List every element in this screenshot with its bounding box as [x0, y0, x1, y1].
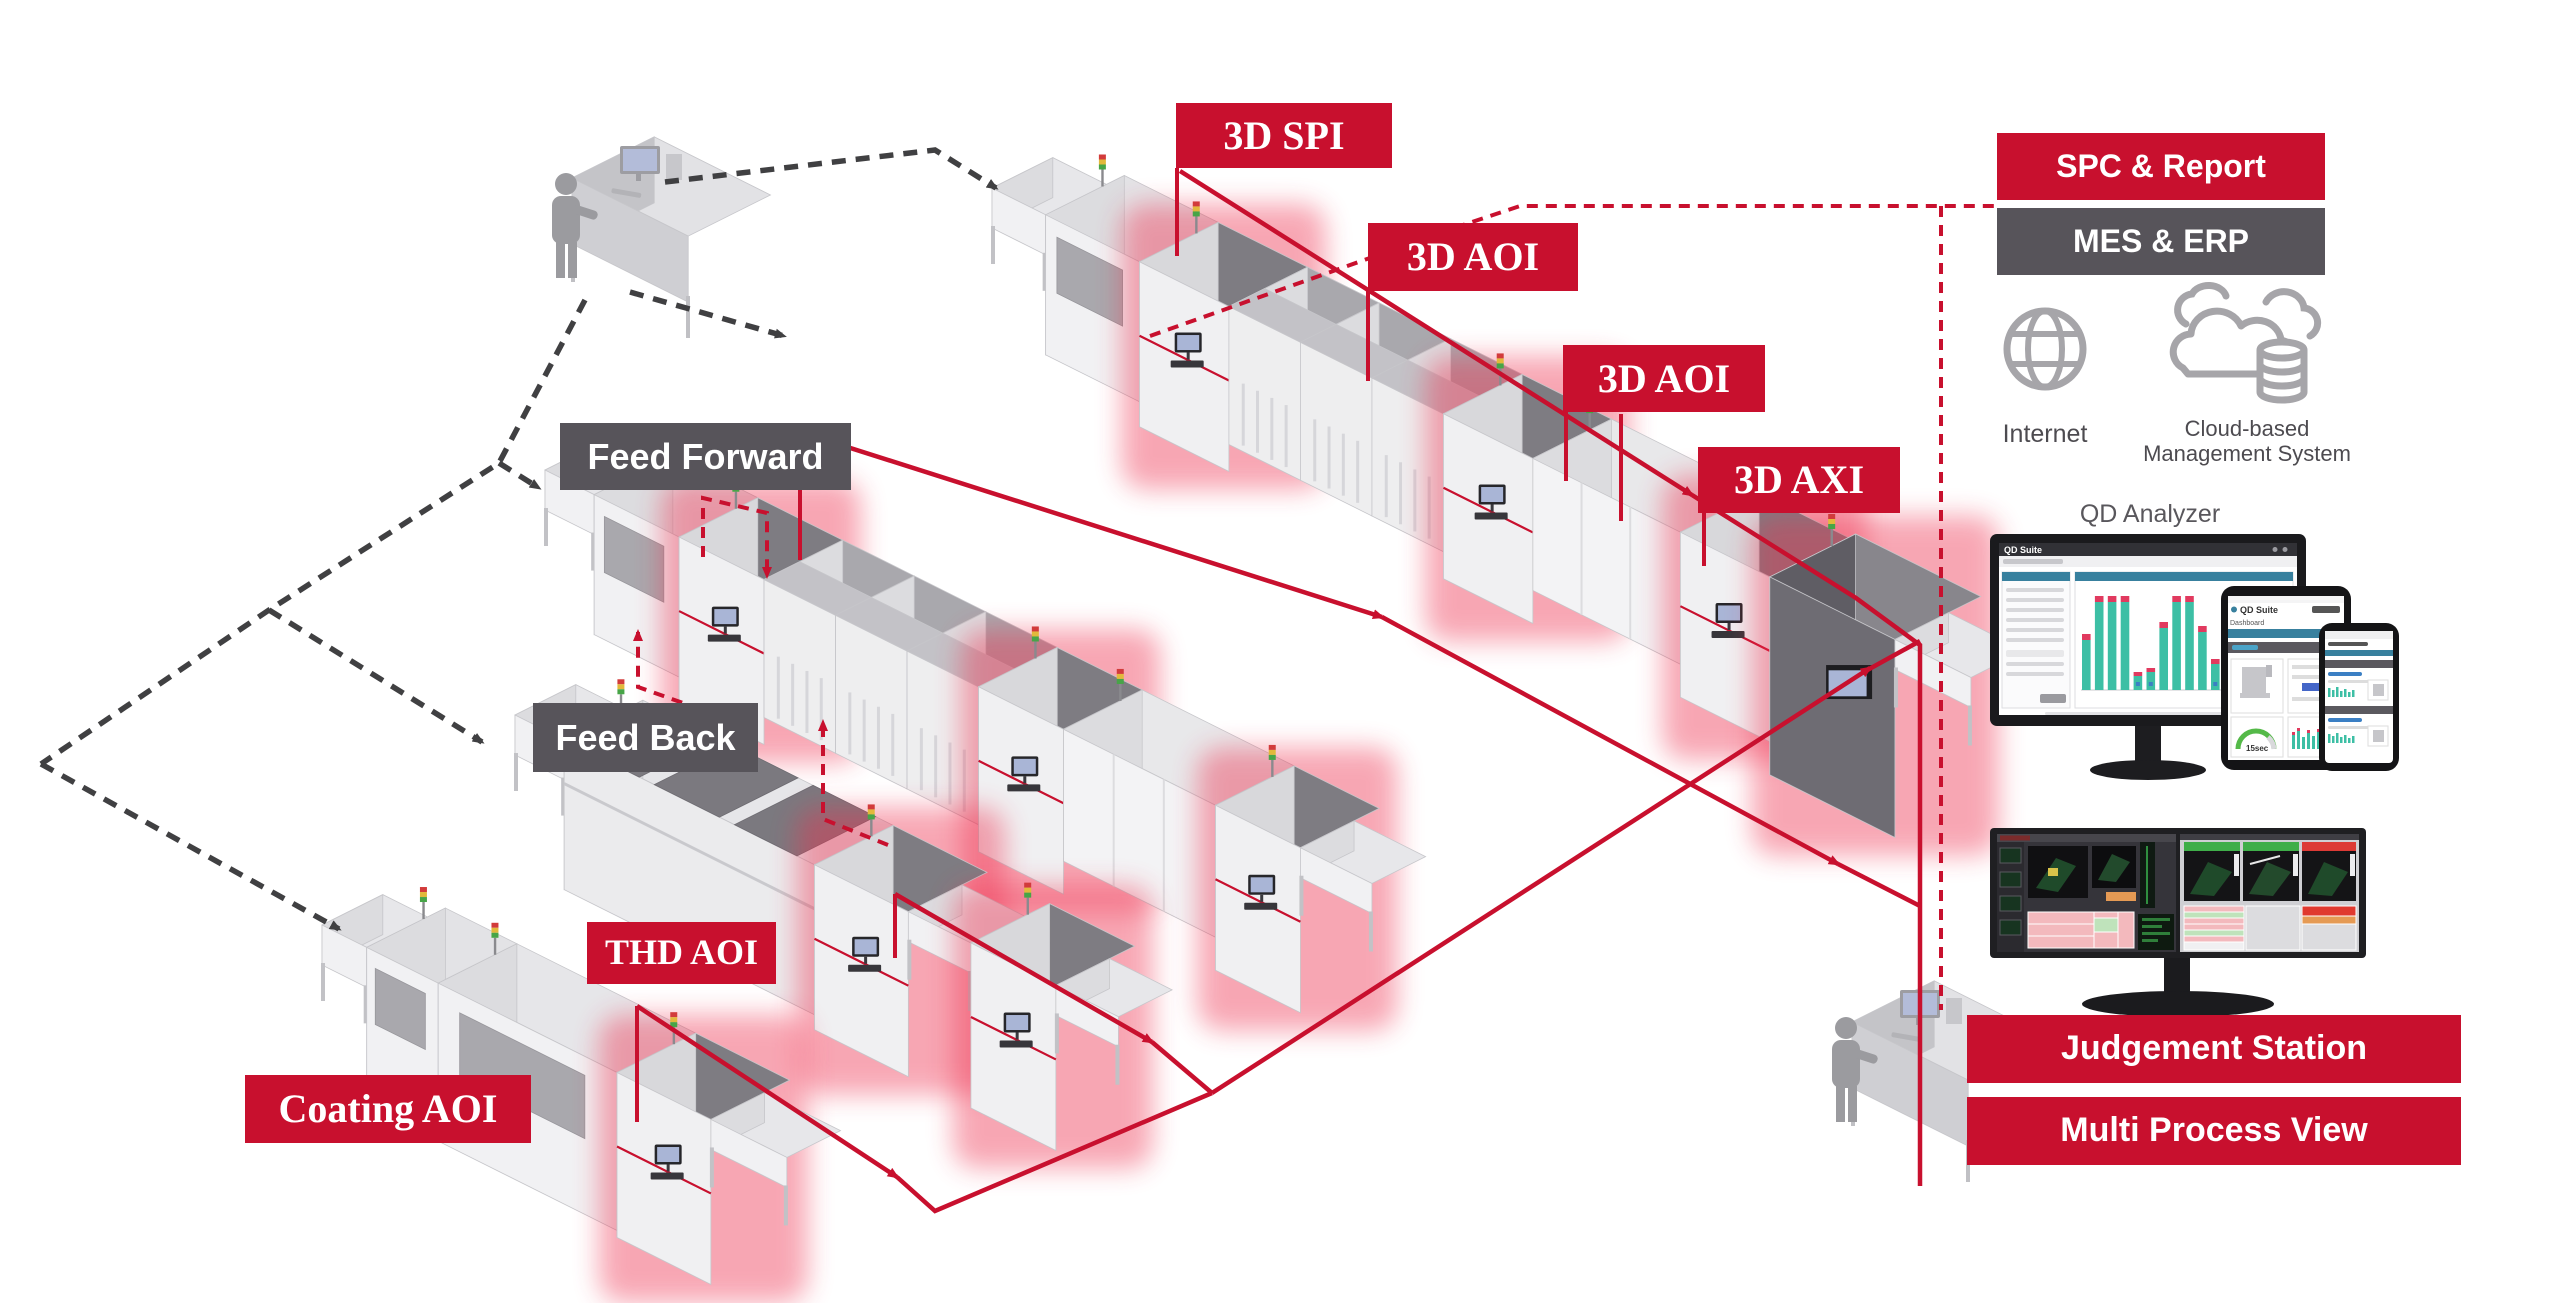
label-3d-spi: 3D SPI	[1176, 103, 1392, 168]
line-3-thd-cv	[1054, 957, 1173, 1085]
label-feed-back: Feed Back	[533, 703, 758, 772]
judgement-dual-monitor	[1990, 828, 2366, 1017]
qd-suite-phone	[2319, 623, 2399, 771]
tablet-gauge-value: 15sec	[2246, 744, 2269, 753]
qd-suite-tablet: QD Suite Dashboard 15sec	[2221, 586, 2351, 770]
line-3-thd-insp	[796, 804, 1006, 1095]
line-2-smt-m	[834, 575, 987, 790]
line-4-coating-cv	[709, 1091, 842, 1226]
engineer-desk-operator	[552, 173, 598, 278]
judgement-desk-operator	[1832, 1017, 1878, 1122]
line-1-smt-ld	[991, 156, 1108, 291]
database-icon	[2256, 338, 2308, 404]
engineer-desk-monitor	[611, 146, 682, 198]
label-thd-aoi: THD AOI	[587, 922, 776, 984]
tablet-app-name: QD Suite	[2240, 605, 2278, 615]
banner-multi-process-view: Multi Process View	[1967, 1097, 2461, 1165]
line-2-smt-insp	[661, 476, 861, 763]
label-coating-aoi: Coating AOI	[245, 1075, 531, 1143]
cloud-database-icon	[2169, 281, 2322, 404]
cloud-label-line2: Management System	[2143, 441, 2351, 467]
judgement-left-screen	[1997, 834, 2176, 952]
label-3d-aoi-1: 3D AOI	[1368, 223, 1578, 291]
line-1-smt-m	[1228, 266, 1380, 481]
line-4-coating-insp	[599, 1012, 808, 1303]
label-3d-aoi-2: 3D AOI	[1563, 345, 1765, 412]
line-4-coating-ld	[321, 893, 429, 1024]
label-feed-forward: Feed Forward	[560, 423, 851, 490]
line-1-smt-axi	[1751, 513, 1999, 856]
qd-analyzer-title: QD Analyzer	[2079, 500, 2221, 528]
internet-label: Internet	[2002, 420, 2088, 448]
label-3d-axi: 3D AXI	[1698, 447, 1900, 513]
line-1-smt-m	[1299, 302, 1452, 517]
engineer-desk	[571, 136, 772, 338]
operator-dispatch-arrows	[39, 147, 999, 932]
banner-spc-report: SPC & Report	[1997, 133, 2325, 200]
tablet-page-title: Dashboard	[2230, 620, 2264, 627]
line-2-smt-m	[763, 539, 916, 754]
cloud-system-label: Cloud-based Management System	[2118, 416, 2376, 474]
banner-mes-erp: MES & ERP	[1997, 208, 2325, 275]
internet-globe-icon	[2003, 307, 2087, 391]
qd-monitor-app-name: QD Suite	[2004, 545, 2042, 555]
line-2-smt-cv	[1299, 820, 1427, 952]
judgement-right-screen	[2180, 834, 2359, 952]
line-1-smt-pr	[1044, 154, 1220, 403]
banner-judgement-station: Judgement Station	[1967, 1015, 2461, 1083]
line-2-smt-insp	[1197, 744, 1398, 1031]
cloud-label-line1: Cloud-based	[2184, 416, 2310, 441]
spc-and-feedback-links	[633, 204, 1997, 1010]
line-4-coating	[321, 887, 842, 1303]
